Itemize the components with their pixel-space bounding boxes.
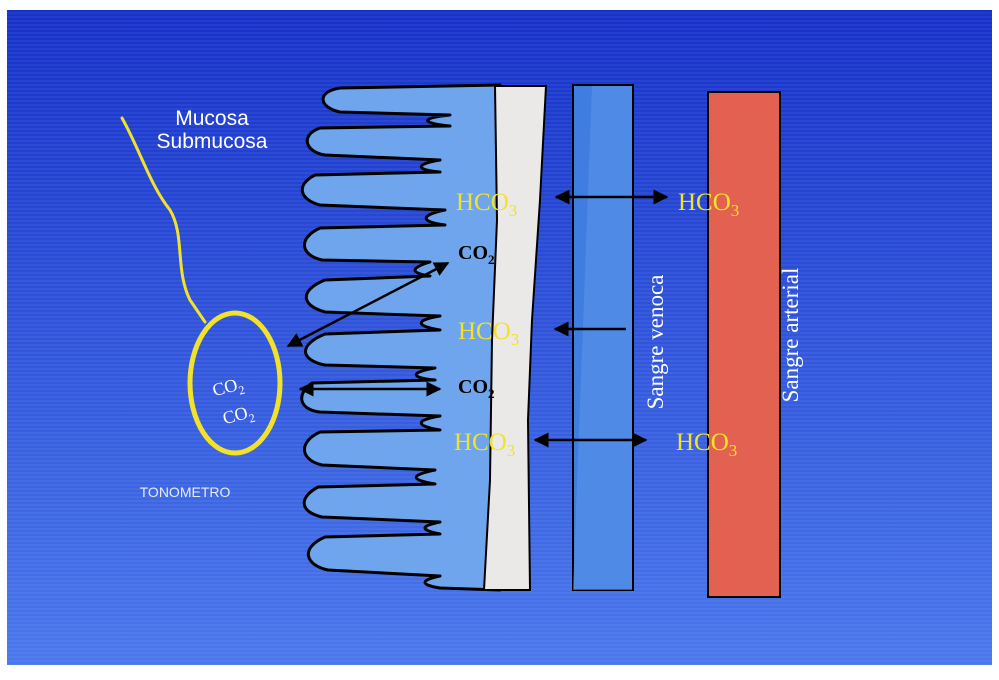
hco3-label-wall-top: HCO3 [456, 189, 517, 220]
arterial-blood-bar [708, 92, 780, 597]
hco3-label-wall-middle: HCO3 [458, 318, 519, 349]
hco3-label-wall-bottom: HCO3 [454, 429, 515, 460]
label-submucosa: Submucosa [157, 130, 268, 153]
label-tonometro: TONOMETRO [140, 484, 231, 500]
label-sangre-arterial: Sangre arterial [778, 268, 803, 403]
label-mucosa: Mucosa [175, 107, 249, 130]
hco3-label-arterial-bottom: HCO3 [676, 429, 737, 460]
hco3-label-arterial-top: HCO3 [678, 189, 739, 220]
label-sangre-venoca: Sangre venoca [643, 275, 668, 410]
